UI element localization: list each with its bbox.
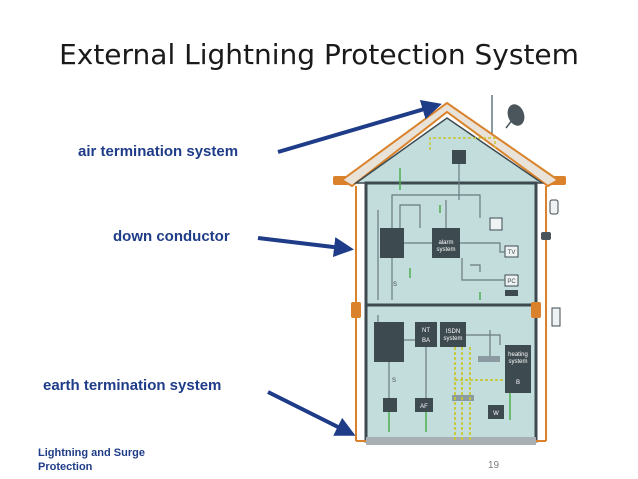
lower-floor-wiring	[377, 315, 501, 398]
roof	[340, 101, 560, 188]
alarm-sublabel: system	[436, 247, 455, 253]
outdoor-sensor-icon	[551, 307, 561, 327]
af-label: AF	[420, 404, 428, 410]
lower-floor-equipment: NT BA ISDN system heating system B AF W …	[374, 322, 531, 419]
upper-floor-equipment: alarm system TV PC S	[380, 217, 519, 296]
heating-label: heating	[508, 352, 528, 358]
air-termination-arrow	[277, 99, 442, 154]
footer-caption: Lightning and Surge Protection	[38, 447, 145, 473]
tv-label: TV	[508, 250, 516, 256]
down-conductor-arrow	[257, 236, 354, 258]
page-number: 19	[488, 460, 500, 471]
left-wall-box	[351, 302, 361, 318]
lower-bonding-lines	[454, 347, 505, 440]
earth-termination-label: earth termination system	[43, 377, 222, 394]
upper-floor-wiring	[377, 194, 505, 300]
upper-green-bonding	[409, 205, 481, 300]
earth-termination-arrow	[267, 390, 356, 436]
attic-wiring	[399, 137, 496, 200]
outdoor-camera-icon	[541, 232, 551, 240]
isdn-sublabel: system	[443, 336, 462, 342]
satellite-dish-icon	[505, 104, 525, 129]
slide-title: External Lightning Protection System	[59, 38, 579, 71]
lower-green-bonding	[388, 393, 511, 432]
isdn-label: ISDN	[446, 329, 460, 335]
outdoor-lamp-icon	[549, 199, 559, 215]
s-upper-label: S	[393, 282, 397, 288]
nt-label: NT	[422, 328, 430, 334]
pc-label: PC	[507, 279, 516, 285]
b-label: B	[516, 380, 520, 386]
right-wall-box	[531, 302, 541, 318]
ground-strip	[366, 437, 536, 445]
alarm-label: alarm	[438, 240, 453, 246]
heating-sublabel: system	[508, 359, 527, 365]
air-termination-label: air termination system	[78, 143, 239, 160]
w-label: W	[493, 411, 499, 417]
s-lower-label: S	[392, 378, 396, 384]
ba-label: BA	[422, 338, 430, 344]
down-conductor-label: down conductor	[113, 228, 230, 245]
